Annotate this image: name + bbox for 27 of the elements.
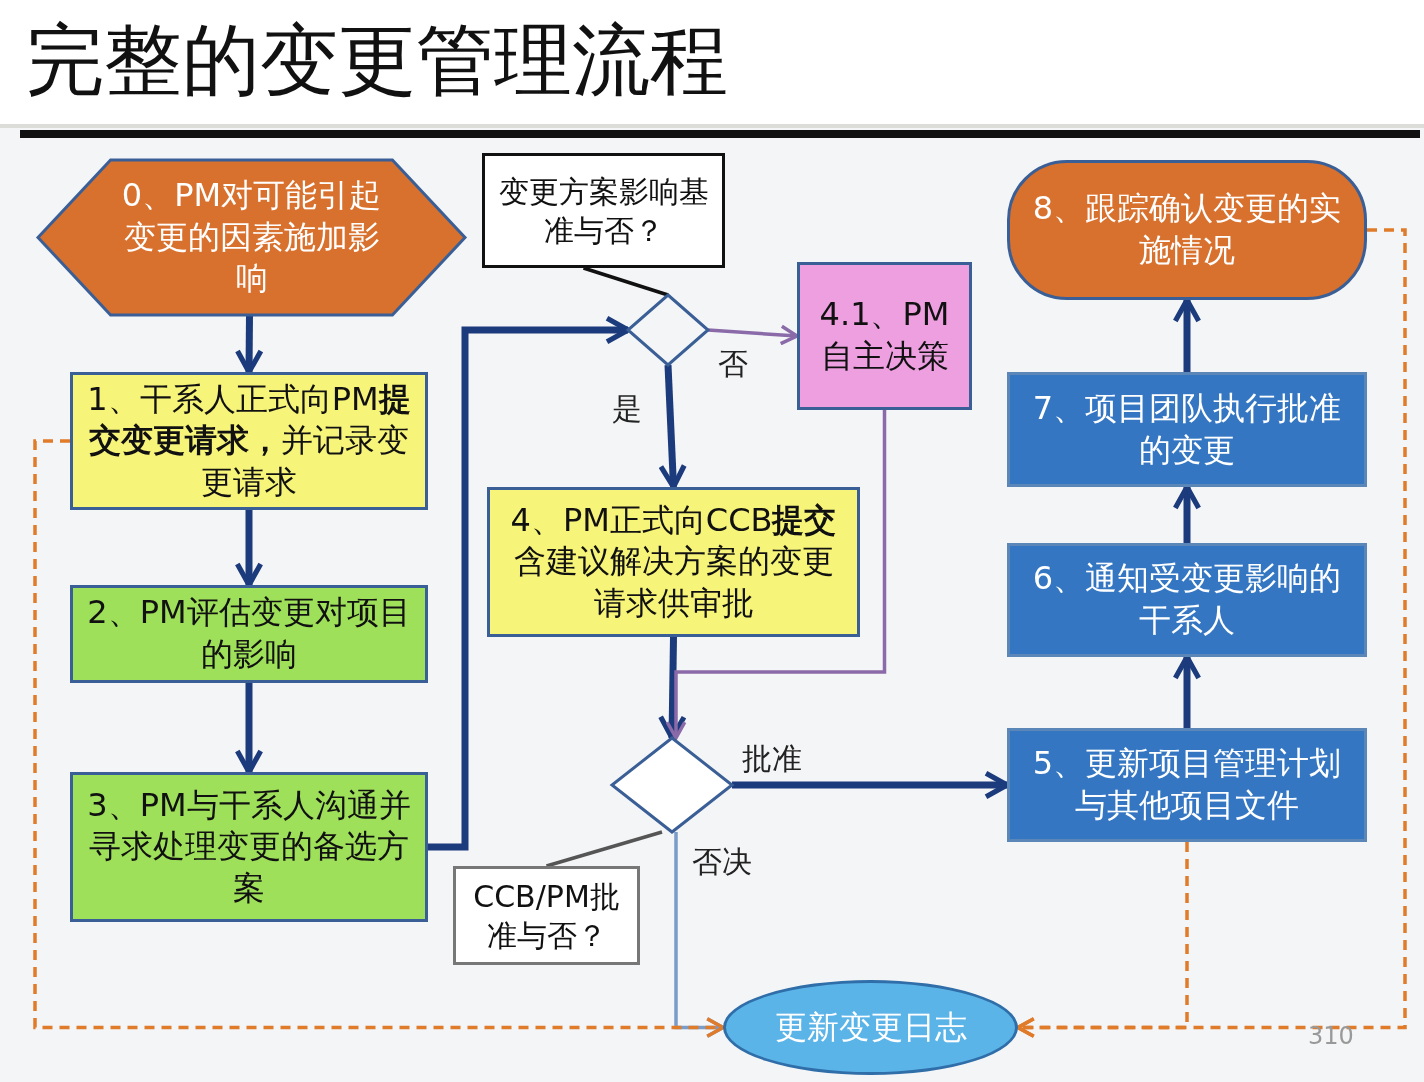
process-box: 4.1、PM自主决策 xyxy=(797,262,972,410)
process-box: 6、通知受变更影响的干系人 xyxy=(1007,543,1367,657)
process-box: 4、PM正式向CCB提交含建议解决方案的变更请求供审批 xyxy=(487,487,860,637)
edge-label: 批准 xyxy=(740,742,804,775)
leader-line xyxy=(546,830,663,868)
process-box: 2、PM评估变更对项目的影响 xyxy=(70,585,428,683)
log-terminal: 更新变更日志 xyxy=(723,980,1018,1075)
page-number: 310 xyxy=(1308,1022,1354,1050)
process-box: 7、项目团队执行批准的变更 xyxy=(1007,372,1367,487)
arrow xyxy=(428,315,631,851)
arrow xyxy=(665,410,887,740)
start-hexagon: 0、PM对可能引起变更的因素施加影响 xyxy=(38,160,465,315)
edge-label: 否 xyxy=(716,347,750,380)
arrow xyxy=(1016,842,1189,1038)
arrow xyxy=(707,324,799,346)
decision-diamond xyxy=(628,295,708,365)
callout-box: CCB/PM批准与否？ xyxy=(453,866,640,965)
process-box: 3、PM与干系人沟通并寻求处理变更的备选方案 xyxy=(70,772,428,922)
leader-line xyxy=(582,266,669,297)
decision-diamond xyxy=(612,738,732,832)
arrow xyxy=(33,439,725,1038)
process-box: 5、更新项目管理计划与其他项目文件 xyxy=(1007,728,1367,842)
process-box: 1、干系人正式向PM提交变更请求，并记录变更请求 xyxy=(70,372,428,510)
edge-label: 否决 xyxy=(690,845,754,878)
title: 完整的变更管理流程 xyxy=(26,18,728,104)
end-terminal: 8、跟踪确认变更的实施情况 xyxy=(1007,160,1367,300)
callout-box: 变更方案影响基准与否？ xyxy=(482,153,725,268)
